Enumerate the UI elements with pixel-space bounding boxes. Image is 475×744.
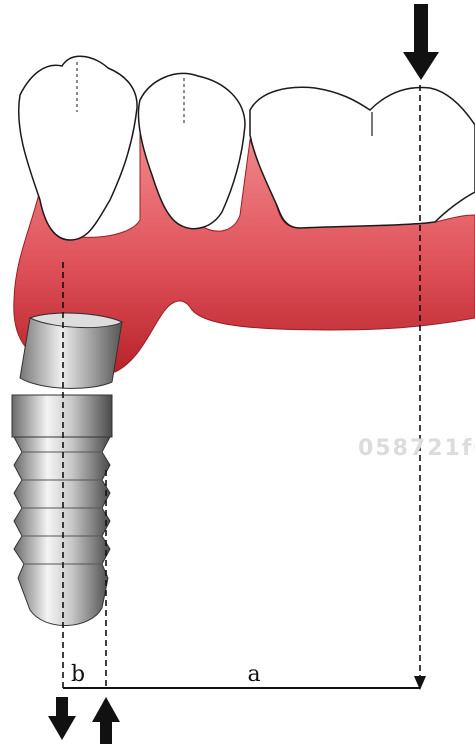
arrow-down-icon [48,697,76,740]
implant-abutment [20,313,122,388]
implant-fixture [12,395,112,626]
label-a: a [247,662,260,687]
arrow-up-icon [92,697,120,744]
watermark-text: 058721f0 [358,436,475,461]
label-b: b [71,662,85,687]
tooth-3 [250,87,475,228]
arrow-down-icon [403,4,439,80]
